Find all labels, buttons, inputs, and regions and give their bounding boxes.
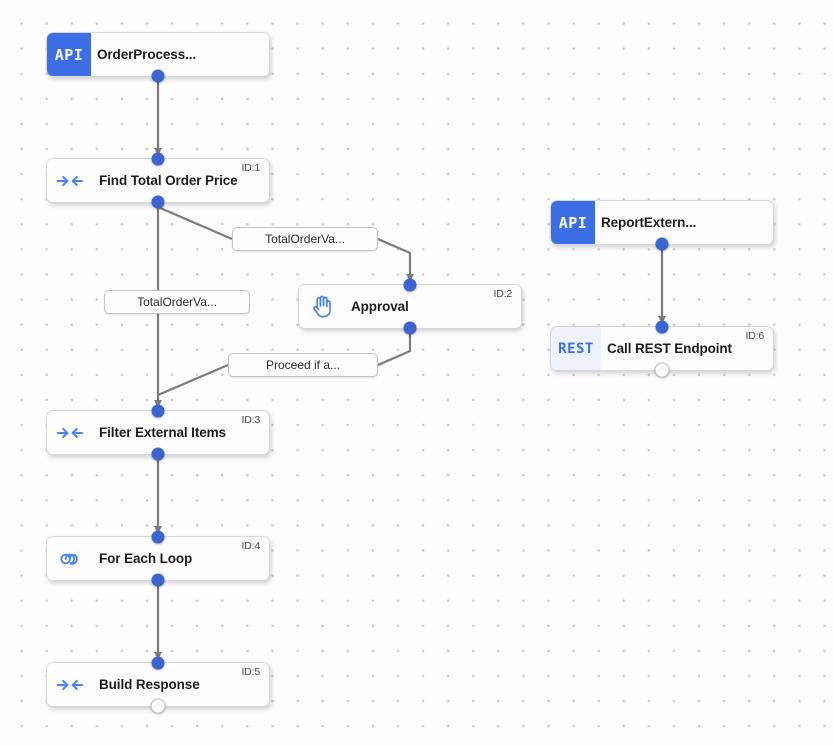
edge-find-total-to-approval-seg1 — [157, 205, 233, 241]
api-badge-label: API — [54, 45, 84, 64]
output-port[interactable] — [151, 195, 165, 209]
input-port[interactable] — [151, 530, 165, 544]
input-port[interactable] — [151, 404, 165, 418]
node-filter-external-items[interactable]: Filter External Items ID:3 — [46, 404, 270, 461]
node-id-label: ID:3 — [241, 414, 261, 426]
edge-label-total-order-value-1[interactable]: TotalOrderVa... — [232, 227, 378, 251]
node-id-label: ID:6 — [745, 330, 765, 342]
api-badge-label: API — [558, 213, 588, 232]
node-title: For Each Loop — [99, 551, 193, 566]
node-for-each-loop[interactable]: For Each Loop ID:4 — [46, 530, 270, 587]
transform-arrows-icon — [47, 159, 93, 202]
output-port[interactable] — [151, 69, 165, 83]
node-title: Call REST Endpoint — [607, 341, 732, 356]
output-port-terminal[interactable] — [150, 698, 166, 714]
api-badge-icon: API — [551, 201, 595, 244]
api-badge-icon: API — [47, 33, 91, 76]
edge-label-text: Proceed if a... — [265, 358, 341, 372]
output-port[interactable] — [403, 321, 417, 335]
input-port[interactable] — [151, 152, 165, 166]
node-report-extern[interactable]: API ReportExtern... — [550, 200, 774, 251]
node-title: Find Total Order Price — [99, 173, 238, 188]
node-id-label: ID:4 — [241, 540, 261, 552]
edge-label-total-order-value-2[interactable]: TotalOrderVa... — [104, 290, 250, 314]
node-call-rest-endpoint[interactable]: REST Call REST Endpoint ID:6 — [550, 320, 774, 378]
edge-find-total-to-approval-seg2 — [377, 237, 414, 283]
transform-arrows-icon — [47, 411, 93, 454]
node-id-label: ID:5 — [241, 666, 261, 678]
edge-approval-to-filter-seg1 — [377, 329, 412, 367]
edge-approval-to-filter-seg2 — [157, 363, 229, 397]
node-build-response[interactable]: Build Response ID:5 — [46, 656, 270, 714]
output-port[interactable] — [151, 573, 165, 587]
node-id-label: ID:2 — [493, 288, 513, 300]
output-port[interactable] — [151, 447, 165, 461]
node-id-label: ID:1 — [241, 162, 261, 174]
node-title: Build Response — [99, 677, 200, 692]
input-port[interactable] — [403, 278, 417, 292]
input-port[interactable] — [655, 320, 669, 334]
edge-label-text: TotalOrderVa... — [265, 232, 345, 246]
node-approval[interactable]: Approval ID:2 — [298, 278, 522, 335]
rest-badge-icon: REST — [551, 327, 601, 370]
node-title: Filter External Items — [99, 425, 226, 440]
transform-arrows-icon — [47, 663, 93, 706]
node-title: OrderProcess... — [97, 47, 197, 62]
node-title: Approval — [351, 299, 409, 314]
input-port[interactable] — [151, 656, 165, 670]
node-title: ReportExtern... — [601, 215, 697, 230]
output-port-terminal[interactable] — [654, 362, 670, 378]
output-port[interactable] — [655, 237, 669, 251]
rest-badge-label: REST — [558, 340, 594, 357]
infinity-loop-icon — [47, 537, 93, 580]
edge-label-proceed-if[interactable]: Proceed if a... — [228, 353, 378, 377]
edge-label-text: TotalOrderVa... — [137, 295, 217, 309]
node-find-total-order-price[interactable]: Find Total Order Price ID:1 — [46, 152, 270, 209]
hand-approval-icon — [299, 285, 345, 328]
node-order-process[interactable]: API OrderProcess... — [46, 32, 270, 83]
